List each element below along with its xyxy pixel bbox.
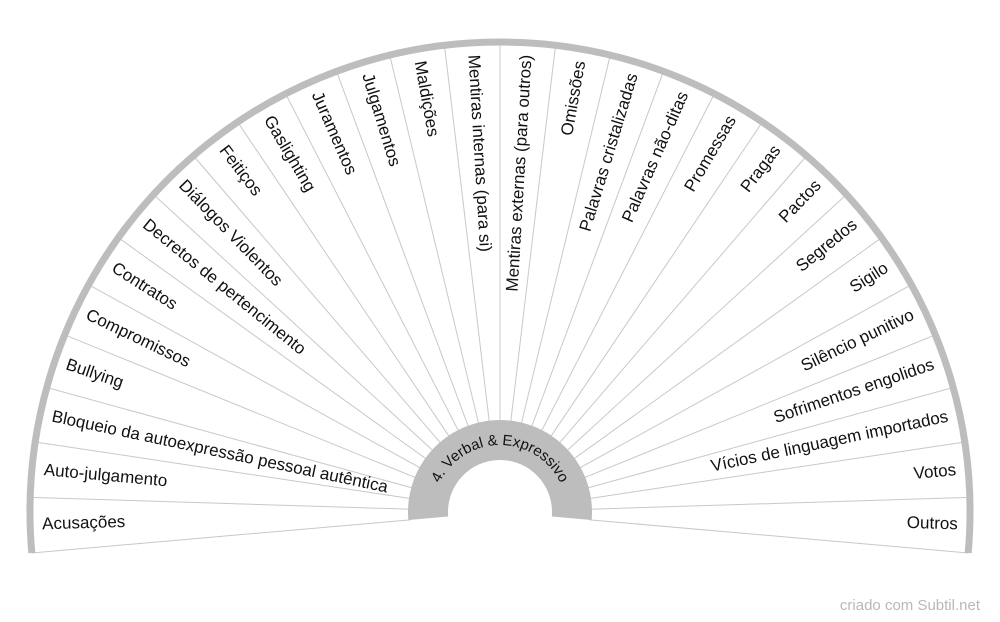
sector-label: Compromissos — [83, 305, 193, 371]
sector-divider — [510, 45, 557, 423]
sector-label: Promessas — [680, 112, 740, 195]
sector-divider — [336, 71, 470, 428]
sector-label: Maldições — [411, 59, 443, 138]
sector-divider — [566, 194, 847, 452]
sector-divider — [30, 496, 411, 510]
sector-divider — [35, 441, 412, 500]
sector-label: Contratos — [108, 258, 180, 313]
sector-divider — [193, 155, 442, 445]
sector-divider — [443, 45, 490, 423]
sector-divider — [88, 284, 422, 469]
sector-divider — [285, 93, 460, 433]
sector-label: Auto-julgamento — [43, 460, 168, 490]
sector-divider — [31, 519, 411, 554]
sector-dividers — [30, 42, 970, 554]
sector-divider — [389, 55, 480, 425]
sector-label: Bullying — [64, 355, 126, 392]
sector-divider — [578, 284, 912, 469]
credit-text: criado com Subtil.net — [839, 597, 980, 614]
sector-divider — [572, 237, 882, 460]
sector-label: Gaslighting — [260, 112, 320, 195]
sector-divider — [153, 194, 434, 452]
sector-divider — [589, 519, 969, 554]
sector-label: Omissões — [557, 59, 589, 137]
sector-label: Acusações — [42, 512, 126, 533]
sector-label: Diálogos Violentos — [175, 176, 286, 290]
sector-divider — [589, 496, 970, 510]
sector-divider — [588, 441, 965, 500]
sector-divider — [118, 237, 428, 460]
sector-divider — [558, 155, 807, 445]
sector-divider — [583, 334, 936, 479]
sector-divider — [46, 387, 414, 489]
sector-label: Sigilo — [846, 258, 891, 296]
sector-label: Votos — [913, 460, 957, 483]
sector-divider — [530, 71, 664, 428]
sector-divider — [237, 121, 451, 438]
sector-divider — [549, 121, 763, 438]
sector-divider — [64, 334, 417, 479]
sector-divider — [540, 93, 715, 433]
center-hub — [408, 419, 592, 521]
outer-rim — [26, 38, 974, 554]
sector-divider — [586, 387, 954, 489]
sector-label: Outros — [907, 513, 959, 533]
sector-label: Mentiras internas (para si) — [464, 54, 495, 252]
sector-label: Segredos — [792, 215, 860, 276]
sector-label: Juramentos — [308, 89, 361, 178]
sector-label: Julgamentos — [358, 71, 404, 169]
sector-divider — [520, 55, 611, 425]
